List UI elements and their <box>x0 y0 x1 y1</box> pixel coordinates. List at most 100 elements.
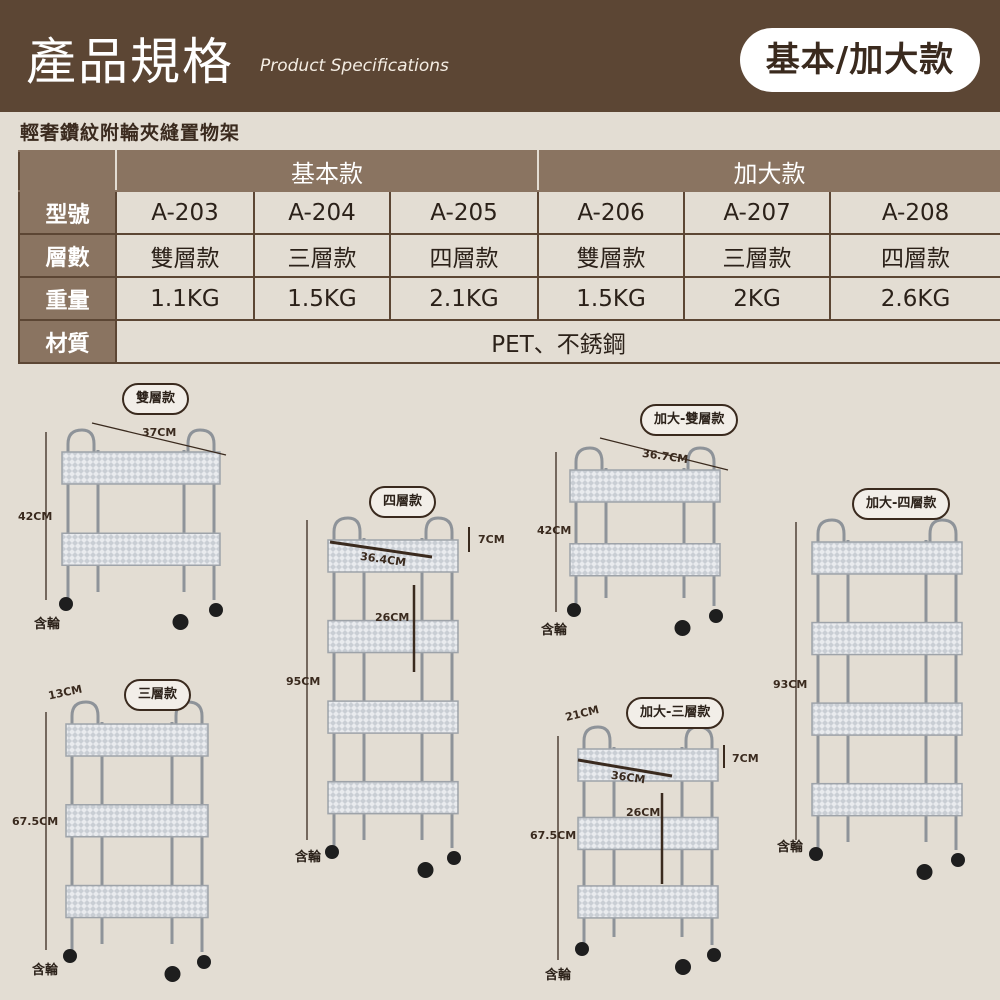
row-label-tiers: 層數 <box>18 233 117 278</box>
rack-wheel <box>575 942 589 956</box>
rack-wheel <box>809 847 823 861</box>
tag-large-quad: 加大-四層款 <box>852 488 951 520</box>
dim-quad-rim: 7CM <box>478 533 505 546</box>
rack-double <box>61 428 221 600</box>
rack-wheel <box>172 614 189 630</box>
tag-large-triple: 加大-三層款 <box>626 697 725 729</box>
dim-quad-height: 95CM <box>286 675 321 688</box>
dim-triple-height: 67.5CM <box>12 815 59 828</box>
variant-badge: 基本/加大款 <box>740 28 980 92</box>
wheel-label-large-quad: 含輪 <box>777 840 804 855</box>
rack-basket <box>327 619 459 654</box>
rack-large-double <box>569 446 721 606</box>
cell-model: A-205 <box>388 190 540 235</box>
table-row-material: 材質 PET、不銹鋼 <box>18 319 1000 364</box>
cell-tiers: 三層款 <box>683 233 832 278</box>
rack-basket <box>327 780 459 815</box>
wheel-label-large-double: 含輪 <box>541 623 568 638</box>
dim-line <box>599 437 729 471</box>
rack-wheel <box>325 845 339 859</box>
rack-handle-right <box>424 516 454 848</box>
rack-wheel <box>209 603 223 617</box>
tag-quad: 四層款 <box>369 486 437 518</box>
tag-large-double: 加大-雙層款 <box>640 404 739 436</box>
row-label-material: 材質 <box>18 319 117 364</box>
table-row-model: 型號 A-203 A-204 A-205 A-206 A-207 A-208 <box>18 190 1000 235</box>
rack-basket <box>65 804 209 838</box>
rack-wheel <box>417 862 434 878</box>
rack-basket <box>811 621 963 656</box>
rack-handle-left <box>332 516 362 848</box>
cell-model: A-208 <box>829 190 1000 235</box>
rack-large-quad <box>811 518 963 850</box>
row-label-weight: 重量 <box>18 276 117 321</box>
cell-weight: 1.5KG <box>253 276 391 321</box>
cell-tiers: 雙層款 <box>537 233 686 278</box>
rack-wheel <box>916 864 933 880</box>
rack-wheel <box>674 620 691 636</box>
rack-wheel <box>707 948 721 962</box>
rack-wheel <box>447 851 461 865</box>
tag-double: 雙層款 <box>122 383 190 415</box>
dim-line <box>91 422 227 456</box>
cell-tiers: 四層款 <box>829 233 1000 278</box>
rack-handle-left <box>582 725 612 945</box>
cell-tiers: 四層款 <box>388 233 540 278</box>
rack-wheel <box>675 959 691 975</box>
rack-basket <box>65 884 209 919</box>
rack-basket <box>61 532 221 566</box>
group-basic-header: 基本款 <box>114 150 540 192</box>
rack-basket <box>61 451 221 485</box>
cell-weight: 1.5KG <box>537 276 686 321</box>
rack-basket <box>811 541 963 575</box>
table-corner-cell <box>18 150 117 192</box>
dim-large-quad-height: 93CM <box>773 678 808 691</box>
dim-line <box>329 540 433 559</box>
rack-basket <box>569 543 721 577</box>
rack-handle-left <box>574 446 604 606</box>
tag-triple: 三層款 <box>124 679 192 711</box>
dim-large-triple-height: 67.5CM <box>530 829 577 842</box>
table-group-row: 基本款 加大款 <box>18 150 1000 192</box>
cell-material: PET、不銹鋼 <box>114 319 1000 364</box>
rack-wheel <box>197 955 211 969</box>
rack-triple <box>65 700 209 952</box>
wheel-label-quad: 含輪 <box>295 850 322 865</box>
rack-wheel <box>63 949 77 963</box>
rack-handle-left <box>66 428 96 600</box>
rack-handle-right <box>686 446 716 606</box>
rack-handle-left <box>816 518 846 850</box>
rack-basket <box>811 702 963 736</box>
cell-weight: 2.1KG <box>388 276 540 321</box>
page-title: 產品規格 <box>26 33 234 91</box>
row-label-model: 型號 <box>18 190 117 235</box>
cell-model: A-203 <box>115 190 255 235</box>
rack-basket <box>327 700 459 734</box>
rack-handle-right <box>928 518 958 850</box>
cell-weight: 1.1KG <box>115 276 255 321</box>
rack-wheel <box>951 853 965 867</box>
cell-tiers: 雙層款 <box>115 233 255 278</box>
group-large-header: 加大款 <box>537 150 1000 192</box>
rack-quad <box>327 516 459 848</box>
dim-large-triple-gap: 26CM <box>626 806 661 819</box>
header-bar: 產品規格 Product Specifications 基本/加大款 <box>0 0 1000 112</box>
dim-large-triple-rim: 7CM <box>732 752 759 765</box>
dim-quad-gap: 26CM <box>375 611 410 624</box>
cell-model: A-206 <box>537 190 686 235</box>
cell-weight: 2.6KG <box>829 276 1000 321</box>
rack-large-triple <box>577 725 719 945</box>
rack-basket <box>811 782 963 817</box>
dim-double-height: 42CM <box>18 510 53 523</box>
dim-large-double-height: 42CM <box>537 524 572 537</box>
cell-model: A-204 <box>253 190 391 235</box>
wheel-label-large-triple: 含輪 <box>545 968 572 983</box>
page-subtitle: Product Specifications <box>260 56 449 76</box>
rack-wheel <box>567 603 581 617</box>
wheel-label-double: 含輪 <box>34 617 61 632</box>
rack-wheel <box>59 597 73 611</box>
rack-handle-right <box>186 428 216 600</box>
spec-table: 基本款 加大款 型號 A-203 A-204 A-205 A-206 A-207… <box>18 150 1000 364</box>
rack-handle-left <box>70 700 100 952</box>
